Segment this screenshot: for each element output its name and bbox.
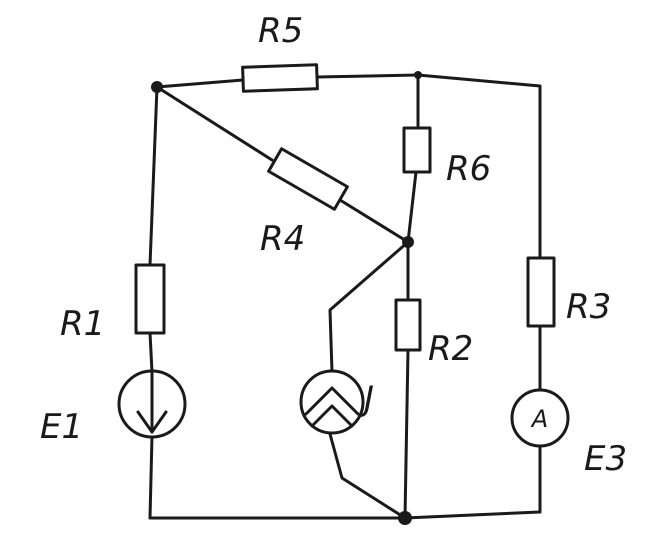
ammeter-label: A bbox=[530, 405, 548, 433]
label-r4: R4 bbox=[260, 219, 305, 259]
node-top-middle bbox=[414, 71, 422, 79]
resistor-r1 bbox=[134, 263, 166, 335]
resistor-r4 bbox=[267, 147, 349, 211]
wire-bottom bbox=[148, 510, 542, 520]
wire-j-top bbox=[328, 240, 410, 374]
label-r2: R2 bbox=[428, 329, 473, 369]
wire-left-middle bbox=[148, 331, 154, 374]
wire-top-right bbox=[416, 73, 542, 260]
wire-top-left bbox=[155, 78, 245, 89]
label-r5: R5 bbox=[258, 11, 303, 51]
label-e1: E1 bbox=[40, 407, 83, 447]
label-r3: R3 bbox=[566, 287, 611, 327]
node-bottom bbox=[398, 511, 412, 525]
wire-left-lower bbox=[148, 434, 154, 520]
resistor-r6 bbox=[402, 126, 432, 174]
wire-left-upper bbox=[148, 85, 159, 267]
wire-j-bottom bbox=[328, 432, 407, 520]
voltage-source-e1 bbox=[117, 369, 187, 439]
node-center bbox=[402, 236, 414, 248]
current-source-j bbox=[299, 369, 365, 435]
wire-r2-bottom bbox=[403, 348, 410, 520]
label-r1: R1 bbox=[60, 304, 105, 344]
label-e3: E3 bbox=[584, 439, 627, 479]
wire-r4-right bbox=[338, 198, 410, 244]
wire-top-middle bbox=[315, 73, 420, 79]
node-top-left bbox=[151, 81, 163, 93]
label-r6: R6 bbox=[446, 149, 491, 189]
resistor-r5 bbox=[241, 63, 319, 93]
wire-r4-left bbox=[155, 85, 274, 162]
resistor-r3 bbox=[526, 256, 556, 328]
ammeter-e3: A bbox=[510, 388, 570, 448]
wire-r6-bottom bbox=[406, 170, 418, 244]
resistor-r2 bbox=[394, 298, 422, 352]
